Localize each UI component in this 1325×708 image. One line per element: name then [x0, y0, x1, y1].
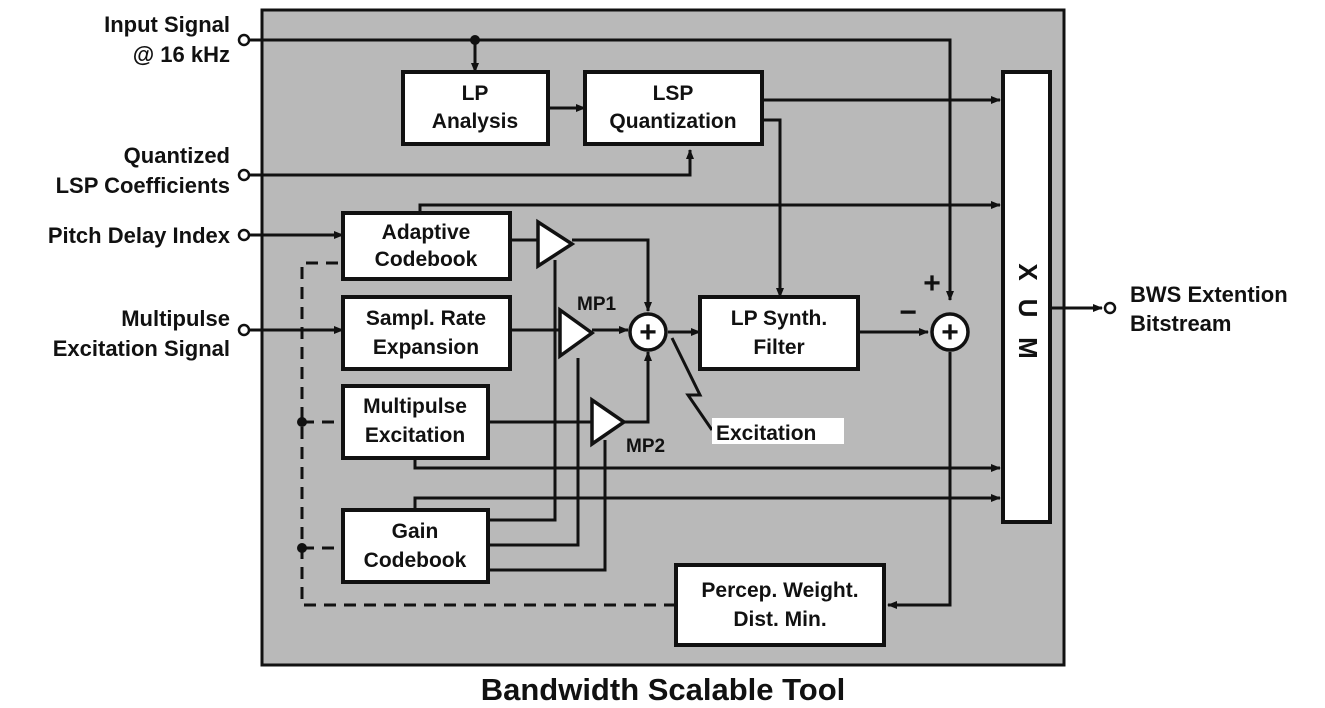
svg-text:Multipulse: Multipulse — [121, 306, 230, 331]
svg-text:Pitch Delay Index: Pitch Delay Index — [48, 223, 231, 248]
label-plus-sign: + — [923, 267, 941, 300]
block-adaptive-codebook: Adaptive Codebook — [341, 211, 512, 281]
terminal-pitch-delay — [237, 228, 251, 242]
svg-text:M: M — [1013, 337, 1043, 359]
block-mux: X U M — [1001, 70, 1052, 524]
svg-text:Quantization: Quantization — [609, 110, 736, 133]
svg-text:Input Signal: Input Signal — [104, 12, 230, 37]
label-mp2: MP2 — [626, 436, 665, 457]
svg-text:U: U — [1013, 299, 1043, 318]
svg-text:Bitstream: Bitstream — [1130, 311, 1231, 336]
terminal-quantized-lsp — [237, 168, 251, 182]
terminal-multipulse — [237, 323, 251, 337]
svg-text:+: + — [941, 316, 959, 349]
svg-text:Adaptive: Adaptive — [382, 221, 471, 244]
terminal-output — [1103, 301, 1117, 315]
svg-text:LSP Coefficients: LSP Coefficients — [56, 173, 230, 198]
svg-text:Analysis: Analysis — [432, 110, 518, 133]
svg-text:BWS Extention: BWS Extention — [1130, 282, 1288, 307]
svg-text:Percep. Weight.: Percep. Weight. — [701, 579, 858, 602]
svg-text:Sampl. Rate: Sampl. Rate — [366, 307, 486, 330]
svg-text:LSP: LSP — [653, 82, 694, 105]
svg-text:Multipulse: Multipulse — [363, 395, 467, 418]
block-percep-weight: Percep. Weight. Dist. Min. — [674, 563, 886, 647]
output-label-bitstream: BWS Extention Bitstream — [1130, 282, 1288, 336]
svg-text:@ 16 kHz: @ 16 kHz — [133, 42, 230, 67]
amplifier-mp1 — [558, 306, 595, 360]
svg-text:Excitation: Excitation — [365, 424, 465, 447]
svg-text:LP: LP — [462, 82, 489, 105]
block-multipulse-excitation: Multipulse Excitation — [341, 384, 490, 460]
terminals — [237, 33, 1117, 337]
svg-text:Expansion: Expansion — [373, 336, 479, 359]
svg-text:Quantized: Quantized — [124, 143, 230, 168]
svg-text:Dist. Min.: Dist. Min. — [733, 608, 826, 631]
junction-dots — [297, 35, 480, 553]
svg-text:Gain: Gain — [392, 520, 439, 543]
block-gain-codebook: Gain Codebook — [341, 508, 490, 584]
block-lp-analysis: LP Analysis — [401, 70, 550, 146]
label-mp1: MP1 — [577, 294, 617, 315]
svg-text:+: + — [639, 316, 657, 349]
excitation-adder: + — [628, 312, 668, 352]
input-label-quantized-lsp: Quantized LSP Coefficients — [56, 143, 230, 198]
excitation-label-bg — [712, 418, 844, 444]
error-adder: + — [930, 312, 970, 352]
svg-text:Codebook: Codebook — [375, 248, 478, 271]
block-sampl-rate-expansion: Sampl. Rate Expansion — [341, 295, 512, 371]
diagram-title: Bandwidth Scalable Tool — [481, 672, 846, 707]
feedback-wires — [300, 261, 676, 607]
signal-wires — [246, 38, 1103, 609]
svg-text:Codebook: Codebook — [364, 549, 467, 572]
amplifier-adaptive — [536, 218, 576, 270]
label-excitation: Excitation — [716, 422, 816, 445]
amplifier-mp2 — [590, 396, 628, 448]
svg-text:Excitation Signal: Excitation Signal — [53, 336, 230, 361]
input-label-multipulse: Multipulse Excitation Signal — [53, 306, 230, 361]
svg-text:Filter: Filter — [753, 336, 804, 359]
svg-text:X: X — [1013, 263, 1043, 281]
block-lsp-quantization: LSP Quantization — [583, 70, 764, 146]
block-lp-synth-filter: LP Synth. Filter — [698, 295, 860, 371]
label-minus-sign: − — [899, 296, 917, 329]
input-label-pitch-delay: Pitch Delay Index — [48, 223, 231, 248]
input-label-signal: Input Signal @ 16 kHz — [104, 12, 230, 67]
terminal-input-signal — [237, 33, 251, 47]
svg-text:LP Synth.: LP Synth. — [731, 307, 827, 330]
